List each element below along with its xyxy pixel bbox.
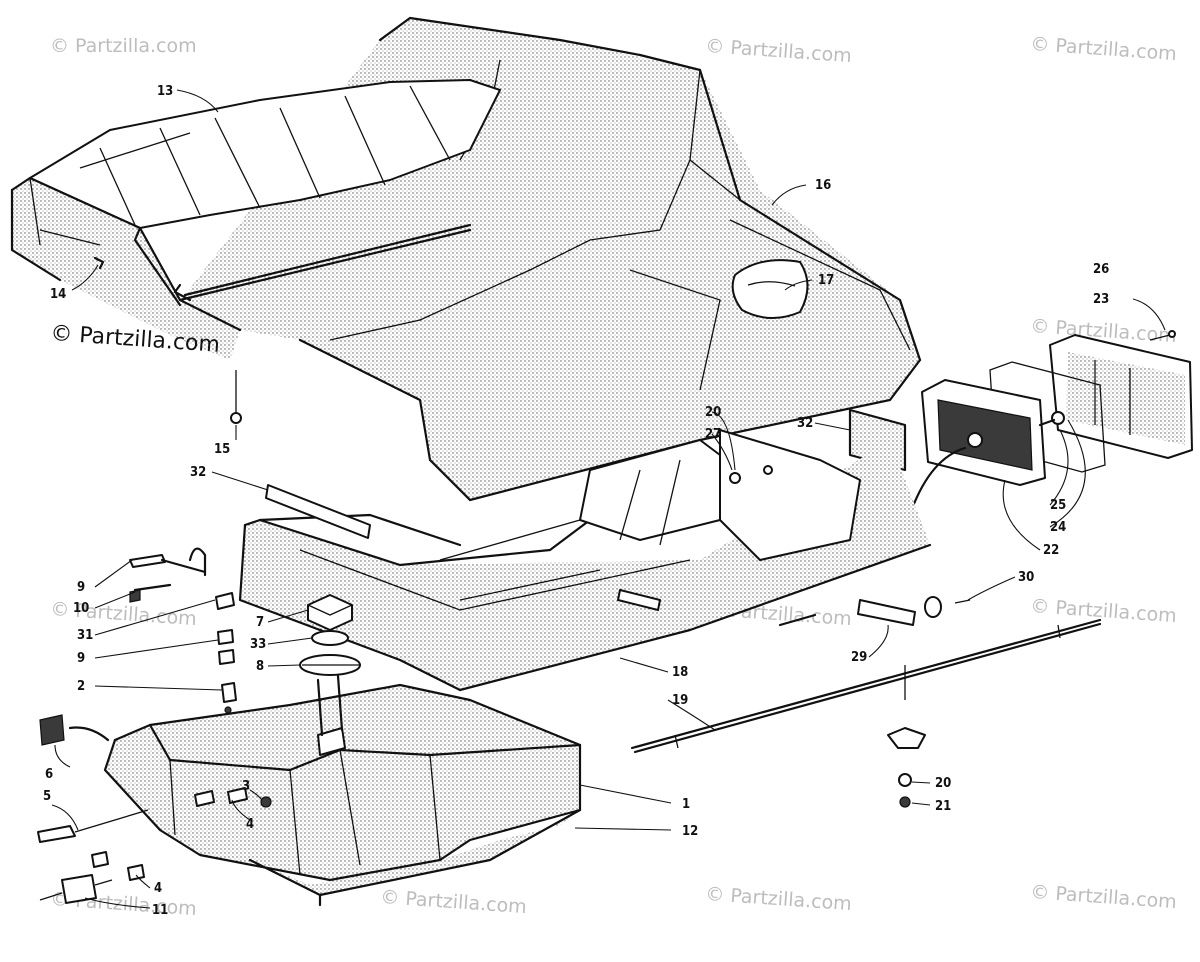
callout-9: 9 — [77, 580, 85, 595]
watermark-text: © Partzilla.com — [50, 598, 198, 630]
leader-lines — [51, 89, 1166, 909]
callout-32: 32 — [797, 416, 813, 431]
clip-20-21 — [887, 665, 926, 808]
callout-9: 9 — [77, 651, 85, 666]
callout-23: 23 — [1093, 292, 1109, 307]
callout-13: 13 — [157, 84, 173, 99]
watermark-text: © Partzilla.com — [1030, 33, 1178, 65]
seat-cover — [10, 16, 922, 502]
callout-22: 22 — [1043, 543, 1059, 558]
callout-3: 3 — [242, 779, 250, 794]
watermark-text: © Partzilla.com — [705, 35, 853, 67]
callout-17: 17 — [818, 273, 834, 288]
callout-30: 30 — [1018, 570, 1034, 585]
callout-21: 21 — [935, 799, 951, 814]
callout-16: 16 — [815, 178, 831, 193]
callout-12: 12 — [682, 824, 698, 839]
callout-1: 1 — [682, 797, 690, 812]
callout-14: 14 — [50, 287, 66, 302]
rod-19 — [630, 618, 1102, 754]
callout-4: 4 — [246, 817, 254, 832]
callout-26: 26 — [1093, 262, 1109, 277]
callout-31: 31 — [77, 628, 93, 643]
callout-2: 2 — [77, 679, 85, 694]
callout-7: 7 — [256, 615, 264, 630]
seat-stud-15 — [230, 370, 242, 424]
watermark-text: © Partzilla.com — [705, 883, 853, 915]
callout-29: 29 — [851, 650, 867, 665]
callout-6: 6 — [45, 767, 53, 782]
watermark-text: © Partzilla.com — [1030, 881, 1178, 913]
callout-24: 24 — [1050, 520, 1066, 535]
callout-25: 25 — [1050, 498, 1066, 513]
callout-20: 20 — [935, 776, 951, 791]
watermark-text: © Partzilla.com — [380, 886, 528, 918]
callout-15: 15 — [214, 442, 230, 457]
taillight-assembly — [848, 330, 1193, 532]
seat-fastener-14 — [93, 256, 105, 270]
seat-base-pan — [238, 429, 932, 692]
watermark-text: © Partzilla.com — [1030, 595, 1178, 627]
callout-4: 4 — [154, 881, 162, 896]
fuel-lines — [37, 547, 272, 904]
callout-27: 27 — [705, 427, 721, 442]
callout-11: 11 — [152, 903, 168, 918]
callout-labels: 13 16 17 14 15 26 23 20 27 32 32 25 24 2… — [43, 84, 1109, 918]
bolt-30 — [924, 596, 971, 618]
callout-20: 20 — [705, 405, 721, 420]
fuel-tank — [103, 674, 582, 907]
callout-18: 18 — [672, 665, 688, 680]
callout-19: 19 — [672, 693, 688, 708]
callout-10: 10 — [73, 601, 89, 616]
watermark-text: © Partzilla.com — [50, 35, 197, 57]
fastener-20-27 — [729, 465, 773, 484]
callout-8: 8 — [256, 659, 264, 674]
callout-5: 5 — [43, 789, 51, 804]
callout-33: 33 — [250, 637, 266, 652]
callout-32: 32 — [190, 465, 206, 480]
